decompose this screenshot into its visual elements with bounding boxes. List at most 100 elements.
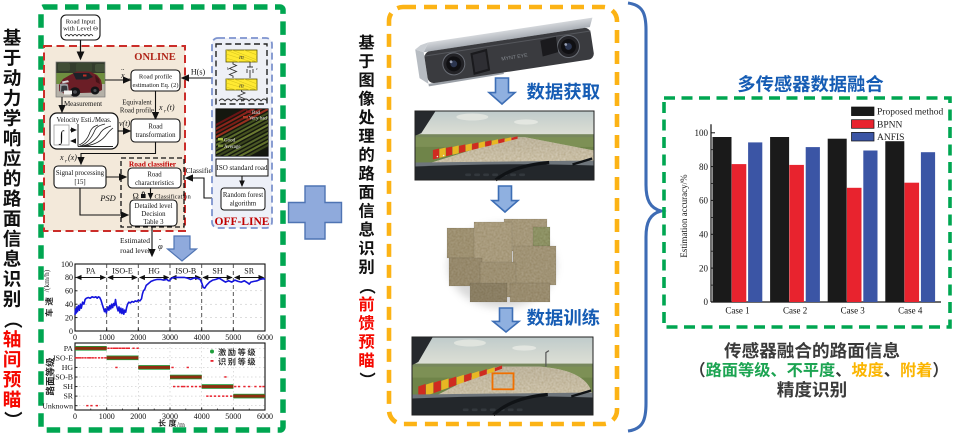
svg-text:φ: φ	[158, 241, 163, 251]
svg-text:Velocity Esti./Meas.: Velocity Esti./Meas.	[57, 117, 112, 124]
svg-text:0: 0	[73, 333, 77, 342]
svg-text:0: 0	[69, 327, 73, 336]
svg-text:Estimation accuracy/%: Estimation accuracy/%	[679, 174, 689, 258]
svg-text:estimation Eq. (2): estimation Eq. (2)	[133, 82, 179, 89]
svg-text:ONLINE: ONLINE	[134, 52, 175, 63]
svg-text:Estimated: Estimated	[120, 236, 150, 245]
svg-text:Proposed method: Proposed method	[877, 108, 943, 118]
svg-text:Road Input: Road Input	[66, 19, 96, 26]
svg-text:80: 80	[65, 273, 73, 282]
svg-text:x: x	[120, 71, 125, 80]
svg-text:SH: SH	[212, 267, 222, 276]
svg-text:6000: 6000	[257, 333, 273, 342]
svg-text:..: ..	[121, 64, 125, 72]
svg-text:r: r	[164, 109, 167, 115]
svg-text:Classifier: Classifier	[186, 166, 215, 175]
svg-text:Road: Road	[147, 172, 162, 179]
svg-text:k: k	[227, 66, 230, 71]
svg-text:m: m	[239, 83, 244, 90]
svg-text:HG: HG	[62, 363, 74, 372]
svg-text:Classification: Classification	[155, 194, 192, 201]
svg-text:r: r	[65, 159, 68, 165]
svg-text:transformation: transformation	[135, 132, 176, 139]
svg-text:ISO-B: ISO-B	[53, 373, 73, 382]
svg-text:PA: PA	[64, 344, 74, 353]
svg-text:100: 100	[695, 128, 709, 138]
svg-text:/m: /m	[177, 420, 185, 429]
svg-text:Case 4: Case 4	[898, 306, 923, 316]
svg-text:Road classifier: Road classifier	[129, 160, 177, 169]
svg-text:with Level Θ: with Level Θ	[63, 26, 98, 33]
svg-text:m: m	[239, 54, 244, 61]
svg-text:ISO standard road: ISO standard road	[217, 164, 268, 172]
svg-text:Detailed level: Detailed level	[135, 203, 173, 210]
svg-text:SR: SR	[244, 267, 254, 276]
svg-text:ISO-B: ISO-B	[175, 267, 196, 276]
svg-text:PA: PA	[86, 267, 96, 276]
svg-text:ˆ: ˆ	[159, 238, 162, 246]
svg-text:(x): (x)	[68, 153, 77, 162]
svg-text:60: 60	[65, 287, 73, 296]
svg-text:HG: HG	[148, 267, 160, 276]
svg-text:∫: ∫	[58, 129, 65, 145]
svg-text:60: 60	[699, 196, 709, 206]
svg-text:algorithm: algorithm	[230, 201, 257, 208]
svg-text:Bad: Bad	[252, 111, 261, 116]
svg-text:Decision: Decision	[141, 211, 166, 218]
svg-text:Table 3: Table 3	[143, 219, 164, 226]
svg-text:4000: 4000	[194, 333, 210, 342]
svg-text:x: x	[158, 103, 163, 112]
svg-text:0: 0	[704, 297, 709, 307]
svg-text:Road profile: Road profile	[120, 108, 154, 115]
svg-text:Equivalent: Equivalent	[122, 100, 152, 107]
svg-text:OFF-LINE: OFF-LINE	[215, 216, 270, 228]
svg-text:Very bad: Very bad	[249, 117, 267, 122]
svg-text:Average: Average	[224, 145, 241, 150]
svg-text:BPNN: BPNN	[877, 120, 902, 130]
svg-text:Road: Road	[148, 124, 163, 131]
svg-text:PSD: PSD	[99, 193, 116, 203]
svg-text:road level: road level	[120, 246, 150, 255]
svg-text:Case 2: Case 2	[783, 306, 807, 316]
svg-text:Ω: Ω	[133, 191, 139, 201]
svg-text:0: 0	[73, 412, 77, 421]
svg-text:MYNT EYE: MYNT EYE	[501, 53, 529, 63]
svg-text:characteristics: characteristics	[135, 180, 174, 187]
svg-text:Road profile: Road profile	[139, 74, 172, 81]
svg-text:5000: 5000	[225, 333, 241, 342]
svg-text:20: 20	[699, 263, 709, 273]
svg-text:2000: 2000	[130, 412, 146, 421]
svg-text:40: 40	[699, 230, 709, 240]
svg-text:c: c	[256, 66, 258, 71]
svg-text:80: 80	[699, 162, 709, 172]
svg-text:x: x	[59, 153, 64, 162]
svg-text:/(km/h): /(km/h)	[42, 269, 51, 292]
svg-text:1000: 1000	[99, 333, 115, 342]
svg-text:H(s): H(s)	[191, 68, 206, 77]
svg-text:ANFIS: ANFIS	[877, 133, 904, 143]
svg-text:100: 100	[61, 260, 73, 269]
svg-text:40: 40	[65, 300, 73, 309]
svg-text:Random forest: Random forest	[223, 192, 263, 199]
svg-text:ISO-E: ISO-E	[53, 353, 73, 362]
svg-text:Case 1: Case 1	[725, 306, 749, 316]
svg-text:Measurement: Measurement	[64, 100, 102, 108]
svg-text:Unknown: Unknown	[42, 401, 73, 410]
svg-text:3000: 3000	[162, 333, 178, 342]
svg-text:6000: 6000	[257, 412, 273, 421]
svg-text:Signal processing: Signal processing	[56, 170, 105, 177]
svg-text:2000: 2000	[130, 333, 146, 342]
svg-text:4000: 4000	[194, 412, 210, 421]
svg-text:SR: SR	[63, 392, 73, 401]
svg-text:1000: 1000	[99, 412, 115, 421]
svg-text:[15]: [15]	[74, 179, 85, 186]
svg-text:Case 3: Case 3	[841, 306, 866, 316]
svg-text:ISO-E: ISO-E	[112, 267, 133, 276]
svg-text:3000: 3000	[162, 412, 178, 421]
svg-text:SH: SH	[63, 382, 73, 391]
svg-text:(t): (t)	[167, 103, 175, 112]
svg-text:5000: 5000	[225, 412, 241, 421]
svg-text:v(t): v(t)	[119, 119, 130, 128]
svg-text:Good: Good	[224, 139, 236, 144]
svg-text:20: 20	[65, 313, 73, 322]
